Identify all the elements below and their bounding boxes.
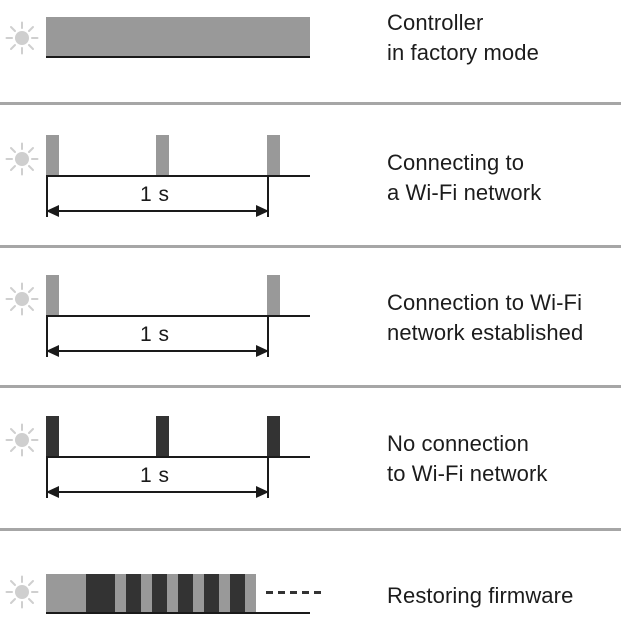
continuation-dashes	[266, 591, 321, 594]
signal-baseline	[46, 315, 310, 317]
row-description: No connection to Wi-Fi network	[387, 431, 548, 486]
dimension-label: 1 s	[140, 183, 170, 206]
led-stripe	[178, 574, 193, 612]
dimension-label: 1 s	[140, 464, 170, 487]
sun-icon	[5, 21, 39, 55]
row-connecting-wifi: 1 s Connecting to a Wi-Fi network	[0, 105, 621, 245]
dimension-extension-line	[46, 315, 48, 357]
signal-baseline	[46, 56, 310, 58]
sun-icon	[5, 575, 39, 609]
row-separator	[0, 385, 621, 388]
led-stripe	[126, 574, 141, 612]
dash-mark	[266, 591, 273, 594]
led-solid-block	[46, 574, 256, 612]
row-separator	[0, 528, 621, 531]
led-stripe	[152, 574, 167, 612]
dimension-arrow-left	[46, 345, 59, 357]
row-separator	[0, 102, 621, 105]
led-stripe	[86, 574, 100, 612]
led-pulse	[46, 416, 59, 456]
led-pulse	[267, 275, 280, 315]
row-separator	[0, 245, 621, 248]
row-wifi-established: 1 s Connection to Wi-Fi network establis…	[0, 248, 621, 385]
dimension-extension-line	[46, 175, 48, 217]
row-factory-mode: Controller in factory mode	[0, 0, 621, 102]
led-solid-block	[46, 17, 310, 56]
signal-baseline	[46, 456, 310, 458]
dimension-extension-line	[267, 175, 269, 217]
led-stripe	[204, 574, 219, 612]
dimension-line	[46, 350, 269, 352]
dimension-arrow-right	[256, 205, 269, 217]
sun-icon	[5, 282, 39, 316]
led-pulse	[46, 135, 59, 175]
dimension-line	[46, 210, 269, 212]
led-pulse	[267, 416, 280, 456]
signal-baseline	[46, 175, 310, 177]
led-stripe	[230, 574, 245, 612]
dash-mark	[302, 591, 309, 594]
dimension-extension-line	[267, 315, 269, 357]
dash-mark	[278, 591, 285, 594]
dimension-arrow-right	[256, 486, 269, 498]
led-pulse	[46, 275, 59, 315]
row-description: Controller in factory mode	[387, 10, 539, 65]
sun-icon	[5, 142, 39, 176]
sun-icon	[5, 423, 39, 457]
dimension-arrow-left	[46, 205, 59, 217]
dash-mark	[314, 591, 321, 594]
row-description: Restoring firmware	[387, 583, 574, 608]
led-pulse	[267, 135, 280, 175]
row-no-connection: 1 s No connection to Wi-Fi network	[0, 388, 621, 528]
dimension-line	[46, 491, 269, 493]
row-description: Connecting to a Wi-Fi network	[387, 150, 542, 205]
dimension-extension-line	[46, 456, 48, 498]
signal-baseline	[46, 612, 310, 614]
dash-mark	[290, 591, 297, 594]
led-stripe	[100, 574, 115, 612]
row-description: Connection to Wi-Fi network established	[387, 290, 584, 345]
dimension-label: 1 s	[140, 323, 170, 346]
dimension-arrow-right	[256, 345, 269, 357]
led-pulse	[156, 416, 169, 456]
dimension-extension-line	[267, 456, 269, 498]
row-restoring-firmware: Restoring firmware	[0, 531, 621, 636]
led-pulse	[156, 135, 169, 175]
dimension-arrow-left	[46, 486, 59, 498]
